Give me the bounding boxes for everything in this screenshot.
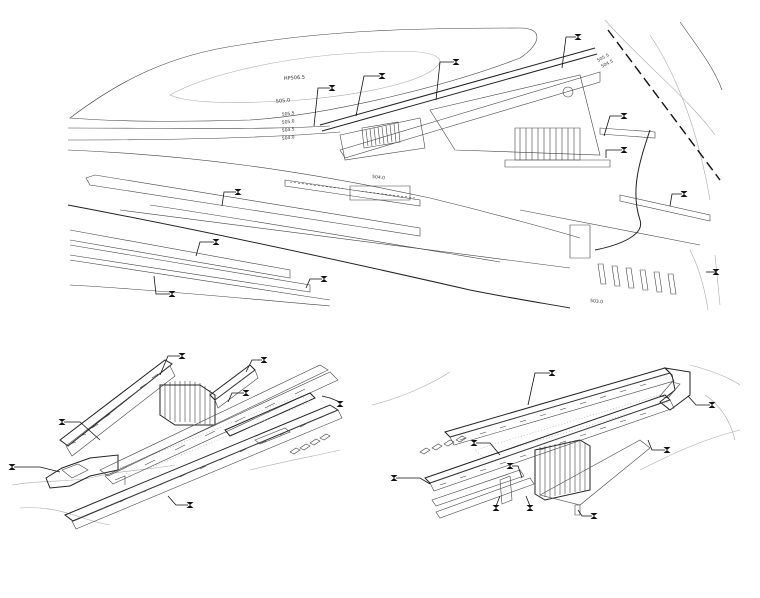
- section-marker-icon: [320, 276, 328, 282]
- section-marker-icon: [620, 147, 628, 153]
- section-marker-icon: [708, 402, 716, 408]
- contour-lines: [67, 19, 723, 311]
- section-marker-icon: [492, 505, 500, 511]
- contour-label: 505.5: [596, 52, 610, 63]
- section-marker-icon: [390, 475, 398, 481]
- section-marker-icon: [178, 353, 186, 359]
- section-marker-icon: [260, 357, 268, 363]
- fin-cluster: [534, 439, 591, 501]
- section-marker-icon: [8, 464, 16, 470]
- section-marker-icon: [663, 447, 671, 453]
- axo-left-markers: [8, 353, 344, 508]
- section-marker-icon: [378, 73, 386, 79]
- contour-label: 504.0: [372, 174, 386, 181]
- fin-cluster: [159, 381, 216, 426]
- section-marker-icon: [574, 34, 582, 40]
- contour-label: 503.0: [590, 298, 604, 305]
- plan-stairs: [289, 121, 581, 199]
- section-marker-icon: [452, 59, 460, 65]
- property-line: [607, 29, 721, 181]
- contour-label: 504.5: [281, 126, 295, 134]
- plan-markers: [153, 34, 720, 297]
- section-marker-icon: [506, 463, 514, 469]
- section-marker-icon: [186, 502, 194, 508]
- section-marker-icon: [234, 189, 242, 195]
- contour-label: 505.0: [276, 98, 291, 105]
- contour-label: 505.5: [281, 110, 295, 118]
- section-marker-icon: [526, 505, 534, 511]
- axonometric-left: [8, 353, 344, 530]
- section-marker-icon: [242, 390, 250, 396]
- section-marker-icon: [680, 191, 688, 197]
- contour-label: 504.5: [600, 58, 614, 69]
- section-marker-icon: [470, 440, 478, 446]
- contour-label-group: HP506.5 505.0 505.5 505.0 504.5 504.0 50…: [276, 52, 615, 305]
- site-plan: HP506.5 505.0 505.5 505.0 504.5 504.0 50…: [67, 19, 723, 311]
- axo-right-markers: [390, 370, 716, 519]
- contour-label: 504.0: [281, 134, 295, 142]
- section-marker-icon: [548, 370, 556, 376]
- contour-label: 505.0: [281, 118, 295, 126]
- parking-bays: [597, 263, 677, 295]
- section-marker-icon: [212, 239, 220, 245]
- contour-label: HP506.5: [284, 75, 305, 82]
- axonometric-right: [371, 364, 741, 519]
- section-marker-icon: [336, 401, 344, 407]
- platform-bands: [69, 47, 711, 301]
- section-marker-icon: [620, 113, 628, 119]
- section-marker-icon: [590, 513, 598, 519]
- site-boundary: [594, 129, 651, 251]
- section-marker-icon: [328, 85, 336, 91]
- section-marker-icon: [712, 269, 720, 275]
- section-marker-icon: [58, 419, 66, 425]
- section-marker-icon: [168, 291, 176, 297]
